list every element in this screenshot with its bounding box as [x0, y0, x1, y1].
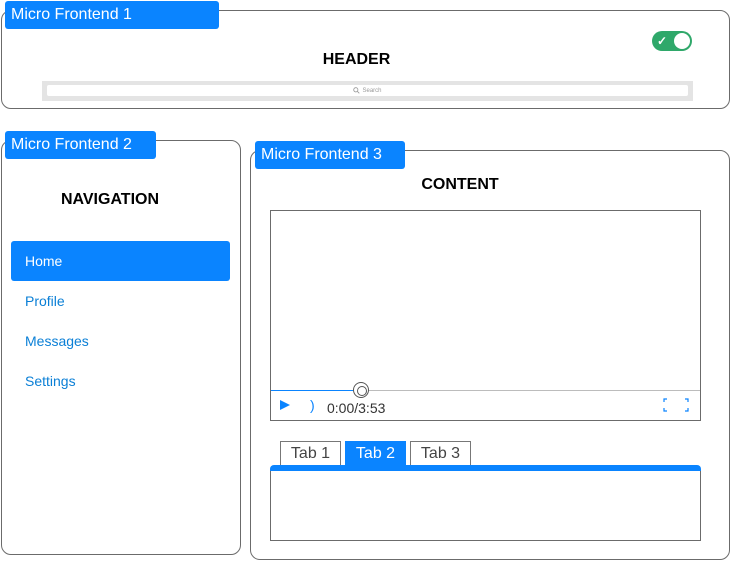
micro-frontend-2-tag: Micro Frontend 2 [5, 131, 156, 159]
video-player[interactable]: ) 0:00/3:53 [270, 210, 701, 421]
tab-1[interactable]: Tab 1 [280, 441, 341, 466]
tab-content-panel [270, 471, 701, 541]
header-frontend-panel: HEADER Search ✓ [1, 10, 730, 109]
content-title: CONTENT [421, 176, 499, 193]
fullscreen-icon[interactable] [663, 398, 689, 412]
search-input[interactable]: Search [47, 85, 688, 96]
volume-icon[interactable]: ) [310, 397, 315, 413]
micro-frontend-3-tag: Micro Frontend 3 [255, 141, 405, 169]
nav-item-home[interactable]: Home [11, 241, 230, 281]
search-bar[interactable]: Search [42, 81, 693, 101]
nav-item-profile[interactable]: Profile [25, 293, 65, 309]
nav-item-settings[interactable]: Settings [25, 373, 76, 389]
nav-item-messages[interactable]: Messages [25, 333, 89, 349]
navigation-title: NAVIGATION [60, 191, 160, 208]
search-placeholder: Search [362, 87, 382, 94]
video-time: 0:00/3:53 [327, 400, 386, 416]
micro-frontend-1-tag: Micro Frontend 1 [5, 1, 219, 29]
toggle-knob [674, 33, 690, 49]
check-icon: ✓ [657, 34, 668, 48]
play-icon[interactable] [279, 399, 291, 411]
video-scrubber-handle[interactable] [353, 382, 369, 398]
search-icon [353, 87, 361, 94]
tab-active-bar [270, 465, 701, 473]
video-progress-fill [271, 390, 361, 391]
tab-2[interactable]: Tab 2 [345, 441, 406, 466]
header-toggle[interactable]: ✓ [652, 31, 692, 51]
header-title: HEADER [322, 51, 391, 68]
tab-3[interactable]: Tab 3 [410, 441, 471, 466]
video-progress-track[interactable] [271, 390, 700, 391]
